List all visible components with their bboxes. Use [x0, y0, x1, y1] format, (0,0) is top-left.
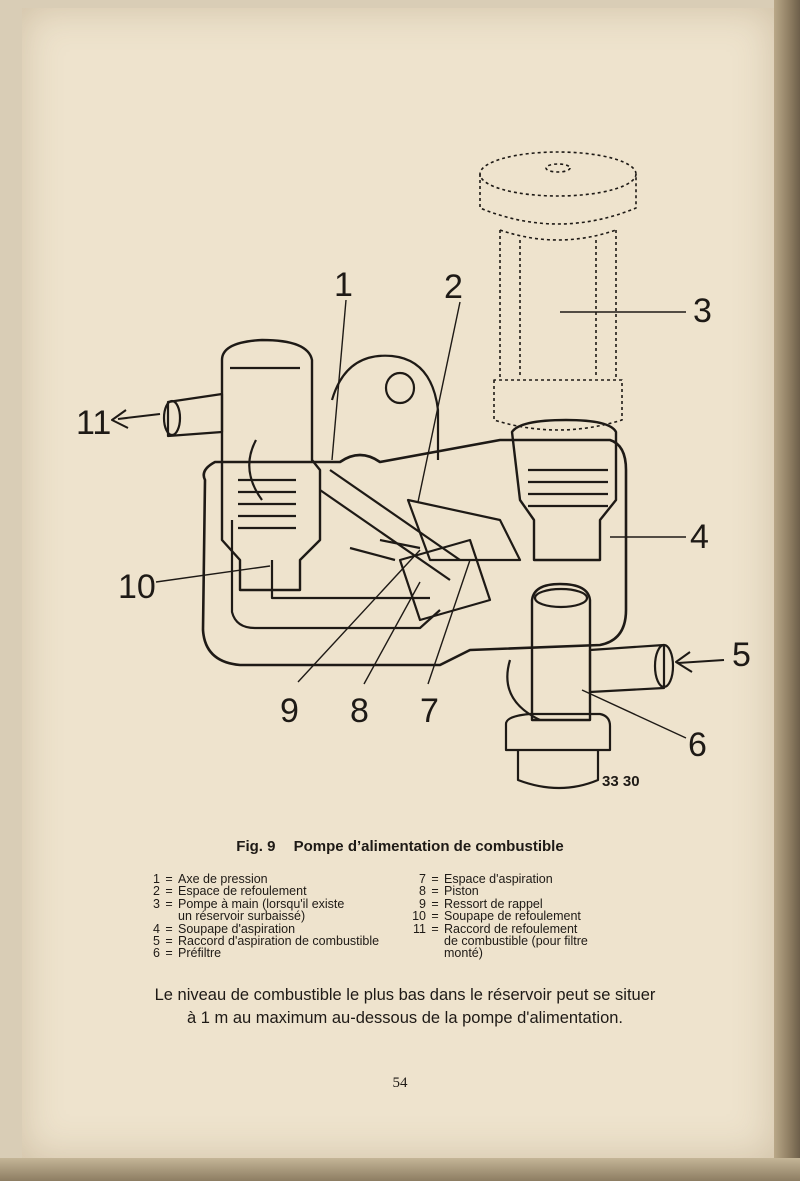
pump-diagram: 1 2 3 4 5 6 7 8 9 10 11 33 30	[76, 151, 751, 790]
plunger	[319, 469, 461, 581]
callout-6: 6	[688, 726, 707, 764]
hand-pump-outline	[479, 151, 637, 431]
legend-item-continuation: un réservoir surbaissé)	[178, 909, 306, 924]
legend-item-continuation: monté)	[444, 946, 483, 961]
callout-2: 2	[444, 268, 463, 306]
callout-11: 11	[76, 404, 111, 442]
legend-item: 3=Pompe à main (lorsqu'il existe	[153, 896, 345, 911]
page-edge	[0, 1158, 800, 1181]
book-page	[22, 8, 774, 1158]
callout-5: 5	[732, 636, 751, 674]
legend-item: 8=Piston	[419, 884, 479, 899]
callout-1: 1	[334, 266, 353, 304]
page-number: 54	[392, 1075, 408, 1091]
leader-lines	[155, 299, 687, 739]
legend-item: 6=Préfiltre	[153, 946, 222, 961]
outlet-fitting	[166, 392, 224, 438]
note-line-2: à 1 m au maximum au-dessous de la pompe …	[186, 1009, 624, 1027]
body-note: Le niveau de combustible le plus bas dan…	[110, 984, 700, 1030]
left-valve	[220, 338, 322, 592]
legend-item: 7=Espace d'aspiration	[419, 872, 553, 886]
legend-left: 1=Axe de pression 2=Espace de refoulemen…	[140, 873, 379, 960]
pump-body	[201, 438, 628, 667]
inlet-fitting	[588, 643, 666, 694]
figure-caption: Fig. 9 Pompe d’alimentation de combustib…	[0, 838, 800, 855]
callout-3: 3	[693, 292, 712, 330]
callout-10: 10	[118, 568, 156, 606]
callout-8: 8	[350, 692, 369, 730]
legend-item: 2=Espace de refoulement	[153, 884, 307, 899]
prefilter	[530, 582, 592, 722]
legend-item-continuation: de combustible (pour filtre	[444, 934, 588, 949]
right-valve	[510, 418, 618, 562]
legend-item: 11=Raccord de refoulement	[413, 921, 578, 936]
figure-number: Fig. 9	[236, 838, 276, 855]
note-line-1: Le niveau de combustible le plus bas dan…	[154, 986, 656, 1004]
callout-9: 9	[280, 692, 299, 730]
callout-7: 7	[420, 692, 439, 730]
figure-title: Pompe d’alimentation de combustible	[293, 838, 564, 855]
legend-item: 10=Soupape de refoulement	[412, 909, 581, 924]
legend-item: 9=Ressort de rappel	[419, 896, 543, 911]
book-spine	[774, 0, 800, 1181]
legend-right: 7=Espace d'aspiration 8=Piston 9=Ressort…	[406, 873, 588, 960]
callout-4: 4	[690, 518, 709, 556]
drawing-code: 33 30	[602, 773, 640, 790]
legend-item: 1=Axe de pression	[153, 872, 268, 886]
legend-item: 4=Soupape d'aspiration	[153, 921, 296, 936]
legend-item: 5=Raccord d'aspiration de combustible	[153, 934, 380, 949]
